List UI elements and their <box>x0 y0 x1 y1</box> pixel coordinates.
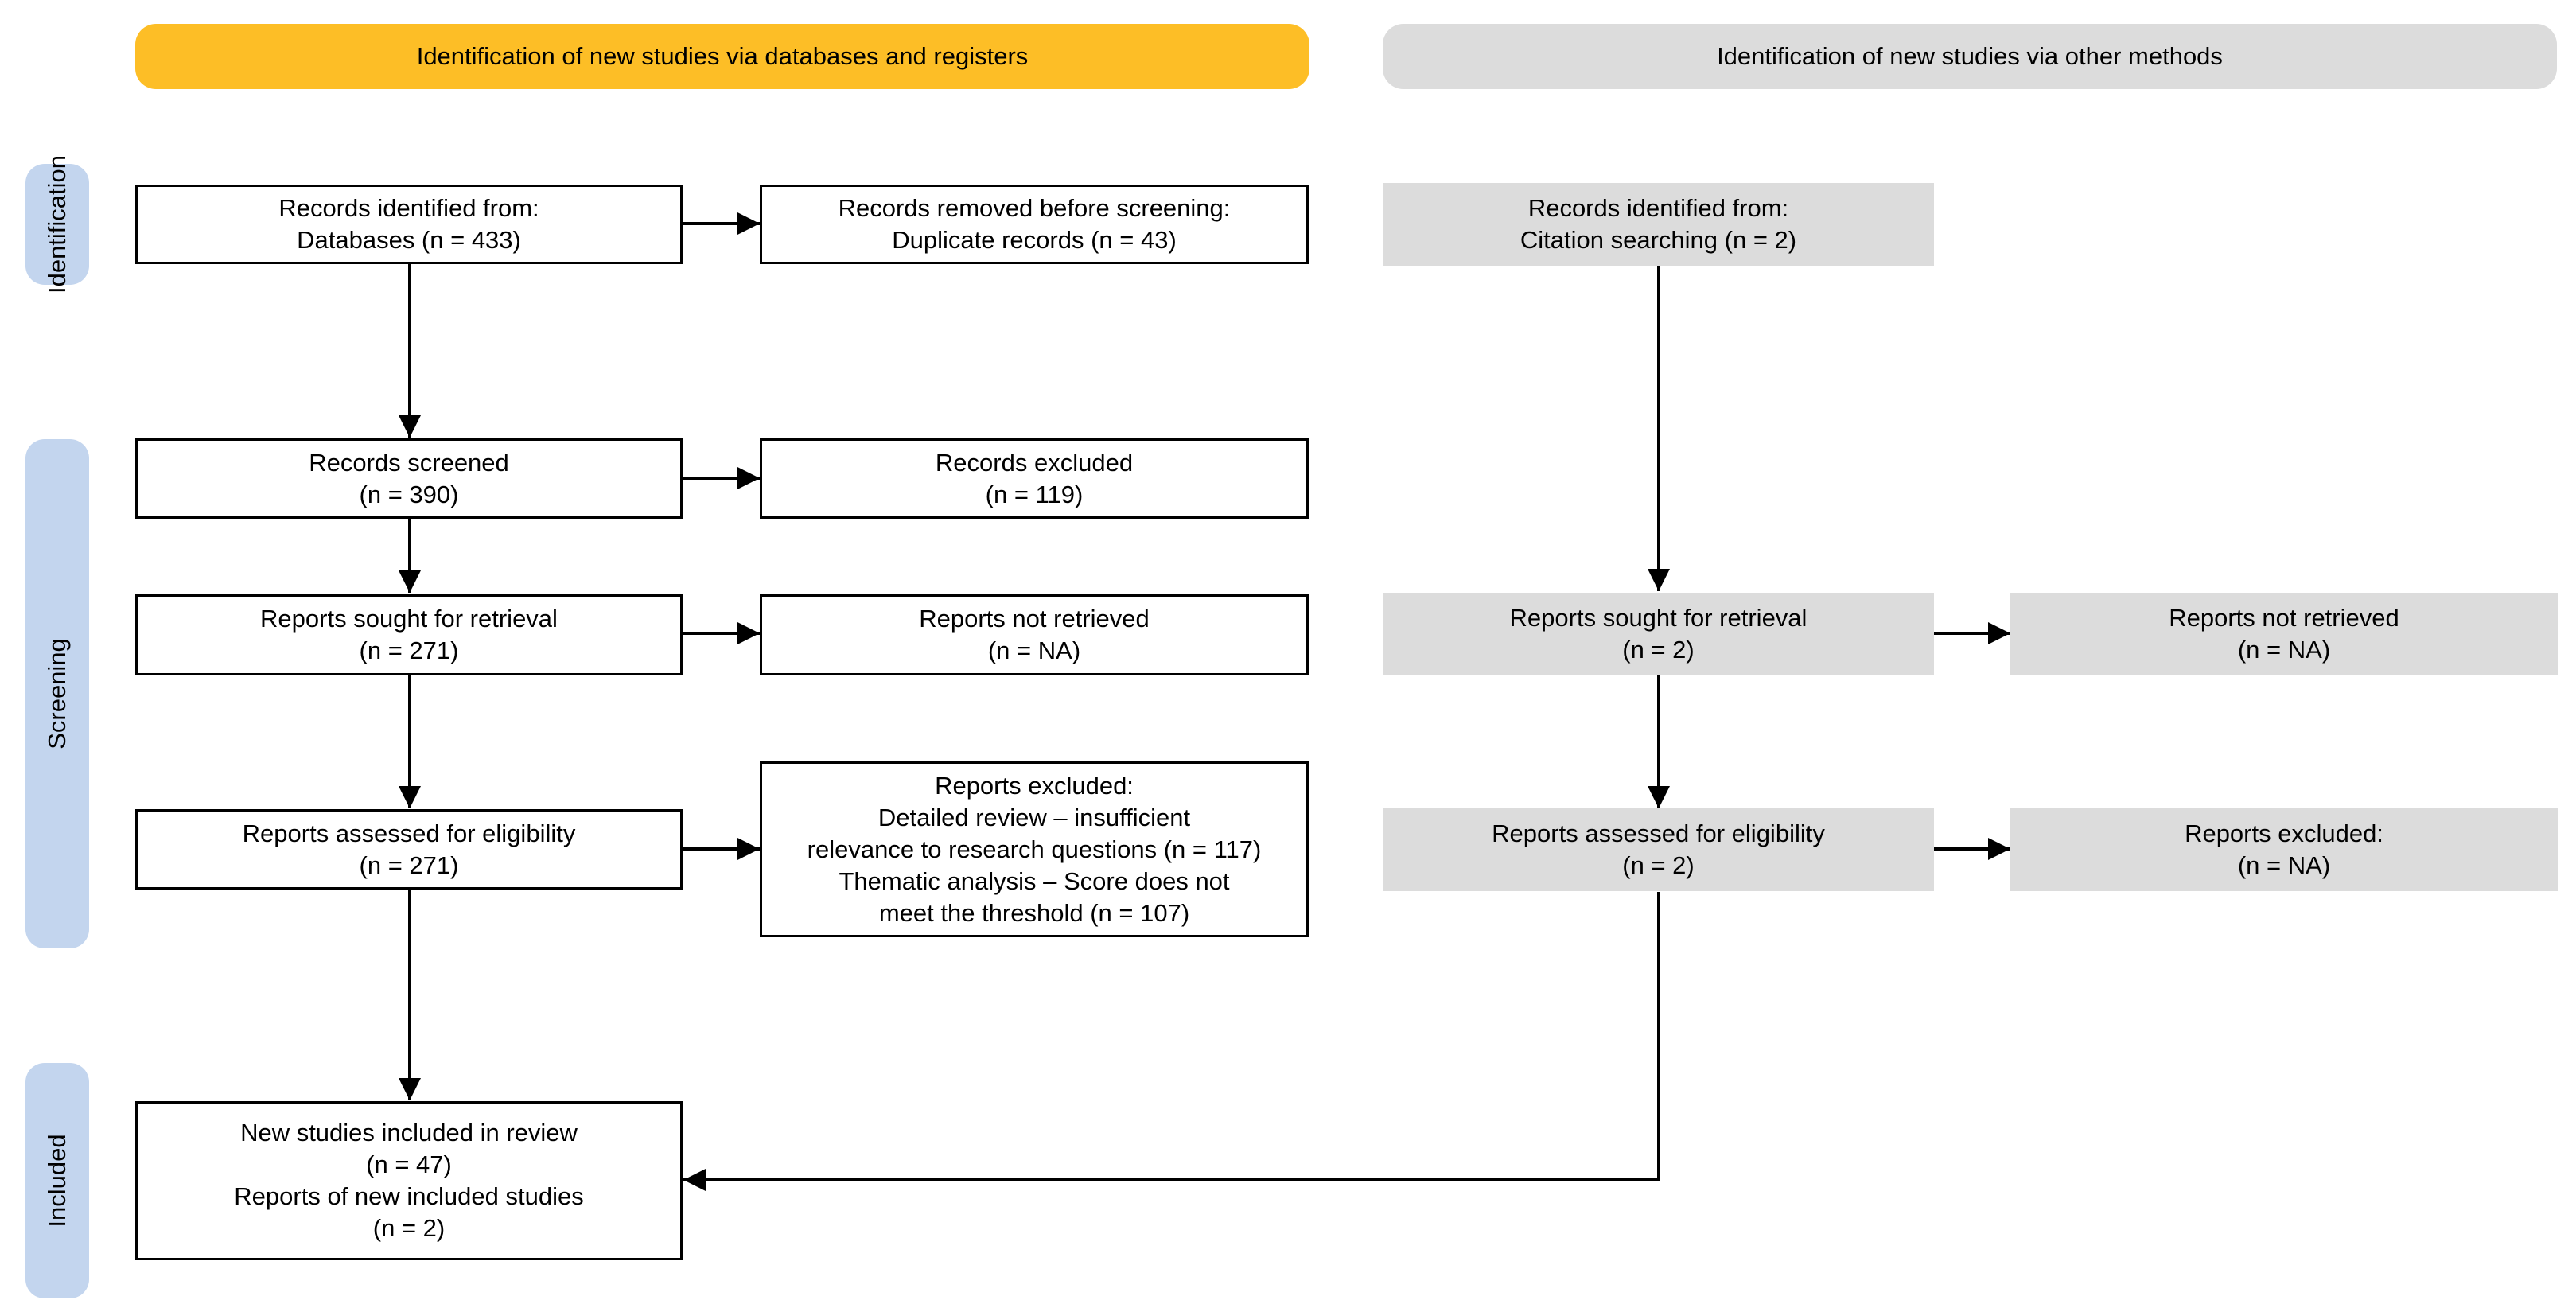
box-line: Records identified from: <box>278 194 539 222</box>
box-line: (n = NA) <box>2237 851 2331 879</box>
box-line: New studies included in review <box>240 1119 578 1146</box>
box-line: Reports assessed for eligibility <box>1492 819 1825 847</box>
box-line: (n = 2) <box>1622 851 1695 879</box>
box-records-removed: Records removed before screening: Duplic… <box>760 185 1309 264</box>
box-line: (n = NA) <box>2237 636 2331 664</box>
box-line: relevance to research questions (n = 117… <box>807 835 1262 863</box>
box-reports-assessed-databases: Reports assessed for eligibility (n = 27… <box>135 809 683 890</box>
box-reports-sought-other: Reports sought for retrieval (n = 2) <box>1383 593 1934 675</box>
box-reports-excluded-other: Reports excluded: (n = NA) <box>2010 808 2558 891</box>
box-records-identified-databases: Records identified from: Databases (n = … <box>135 185 683 264</box>
box-line: Citation searching (n = 2) <box>1520 226 1797 254</box>
box-line: Databases (n = 433) <box>297 226 521 254</box>
box-records-screened: Records screened (n = 390) <box>135 438 683 519</box>
box-line: Records identified from: <box>1527 194 1789 222</box>
header-other-methods: Identification of new studies via other … <box>1383 24 2557 89</box>
box-line: (n = 2) <box>372 1214 446 1242</box>
box-line: Thematic analysis – Score does not <box>839 866 1230 895</box>
box-line: meet the threshold (n = 107) <box>878 898 1190 927</box>
header-databases: Identification of new studies via databa… <box>135 24 1309 89</box>
box-line: (n = 390) <box>359 480 459 508</box>
box-new-studies-included: New studies included in review (n = 47) … <box>135 1101 683 1260</box>
phase-screening: Screening <box>25 439 89 948</box>
box-reports-not-retrieved-databases: Reports not retrieved (n = NA) <box>760 594 1309 675</box>
phase-included: Included <box>25 1063 89 1298</box>
box-line: Detailed review – insufficient <box>877 803 1191 831</box>
box-line: Reports excluded: <box>2185 819 2383 847</box>
phase-identification: Identification <box>25 155 89 294</box>
box-line: (n = 271) <box>359 636 459 664</box>
box-line: Records screened <box>309 448 509 477</box>
box-line: Reports excluded: <box>935 771 1134 800</box>
box-line: (n = 271) <box>359 851 459 879</box>
box-line: Duplicate records (n = 43) <box>892 226 1177 254</box>
box-line: Reports assessed for eligibility <box>242 819 576 847</box>
arrow-other-assessed-to-included <box>683 892 1660 1191</box>
box-records-identified-other: Records identified from: Citation search… <box>1383 183 1934 266</box>
box-line: (n = 119) <box>985 480 1084 508</box>
box-line: Reports not retrieved <box>2169 604 2399 632</box>
box-reports-excluded-databases: Reports excluded: Detailed review – insu… <box>760 761 1309 937</box>
box-line: Reports sought for retrieval <box>1509 604 1807 632</box>
box-line: (n = NA) <box>987 636 1081 664</box>
box-reports-sought-databases: Reports sought for retrieval (n = 271) <box>135 594 683 675</box>
box-line: Reports of new included studies <box>234 1182 584 1210</box>
box-line: Records removed before screening: <box>838 194 1231 222</box>
box-line: Reports sought for retrieval <box>260 605 558 633</box>
box-line: (n = 2) <box>1622 636 1695 664</box>
box-line: Records excluded <box>935 448 1134 477</box>
box-line: (n = 47) <box>366 1150 452 1178</box>
box-reports-not-retrieved-other: Reports not retrieved (n = NA) <box>2010 593 2558 675</box>
box-reports-assessed-other: Reports assessed for eligibility (n = 2) <box>1383 808 1934 891</box>
box-records-excluded: Records excluded (n = 119) <box>760 438 1309 519</box>
box-line: Reports not retrieved <box>919 605 1150 633</box>
